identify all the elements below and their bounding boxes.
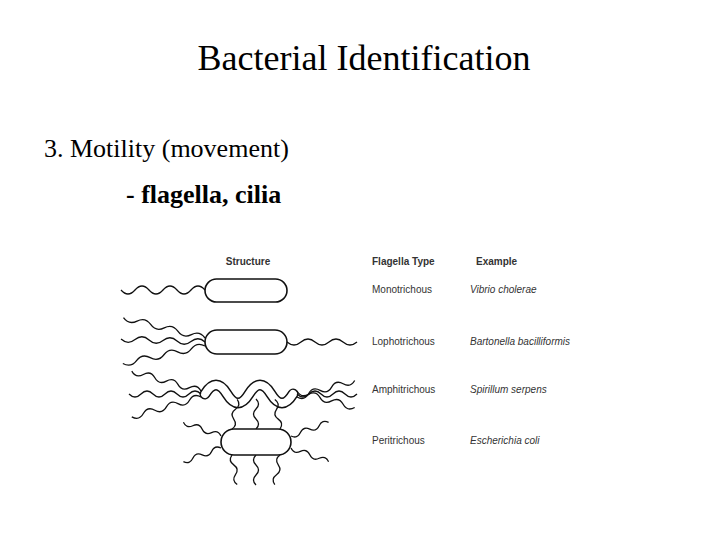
flagellum	[254, 455, 259, 485]
flagellum	[290, 446, 329, 464]
sub-item: - flagella, cilia	[126, 180, 281, 210]
flagellum	[129, 391, 201, 397]
table-header: Flagella Type	[372, 256, 435, 268]
table-cell: Spirillum serpens	[470, 384, 547, 396]
flagellum	[290, 420, 329, 438]
table-header: Structure	[158, 256, 338, 268]
flagellum	[122, 343, 205, 366]
flagellum	[121, 286, 205, 294]
flagellum	[230, 399, 240, 429]
table-cell: Escherichia coli	[470, 435, 539, 447]
rod-cell	[205, 279, 287, 302]
slide-title: Bacterial Identification	[4, 38, 720, 79]
flagellum	[272, 455, 282, 485]
flagellum	[296, 378, 355, 400]
flagellum	[183, 420, 222, 438]
rod-cell	[221, 429, 291, 455]
spiral-cell	[205, 385, 293, 403]
flagellum	[272, 399, 282, 429]
flagellum	[131, 394, 202, 420]
flagellum	[121, 336, 205, 345]
table-cell: Peritrichous	[372, 435, 425, 447]
flagellum	[287, 339, 357, 345]
flagellum	[230, 455, 240, 485]
flagellum	[254, 399, 259, 429]
flagellum	[123, 315, 206, 341]
list-item: 3. Motility (movement)	[44, 134, 289, 164]
table-cell: Vibrio cholerae	[470, 284, 537, 296]
rod-cell	[205, 330, 287, 354]
table-header: Example	[476, 256, 517, 268]
flagellum	[183, 446, 222, 464]
table-cell: Lophotrichous	[372, 336, 435, 348]
table-cell: Bartonella bacilliformis	[470, 336, 570, 348]
spiral-cell	[205, 385, 293, 403]
table-cell: Amphitrichous	[372, 384, 435, 396]
flagellum	[131, 368, 202, 394]
table-cell: Monotrichous	[372, 284, 432, 296]
